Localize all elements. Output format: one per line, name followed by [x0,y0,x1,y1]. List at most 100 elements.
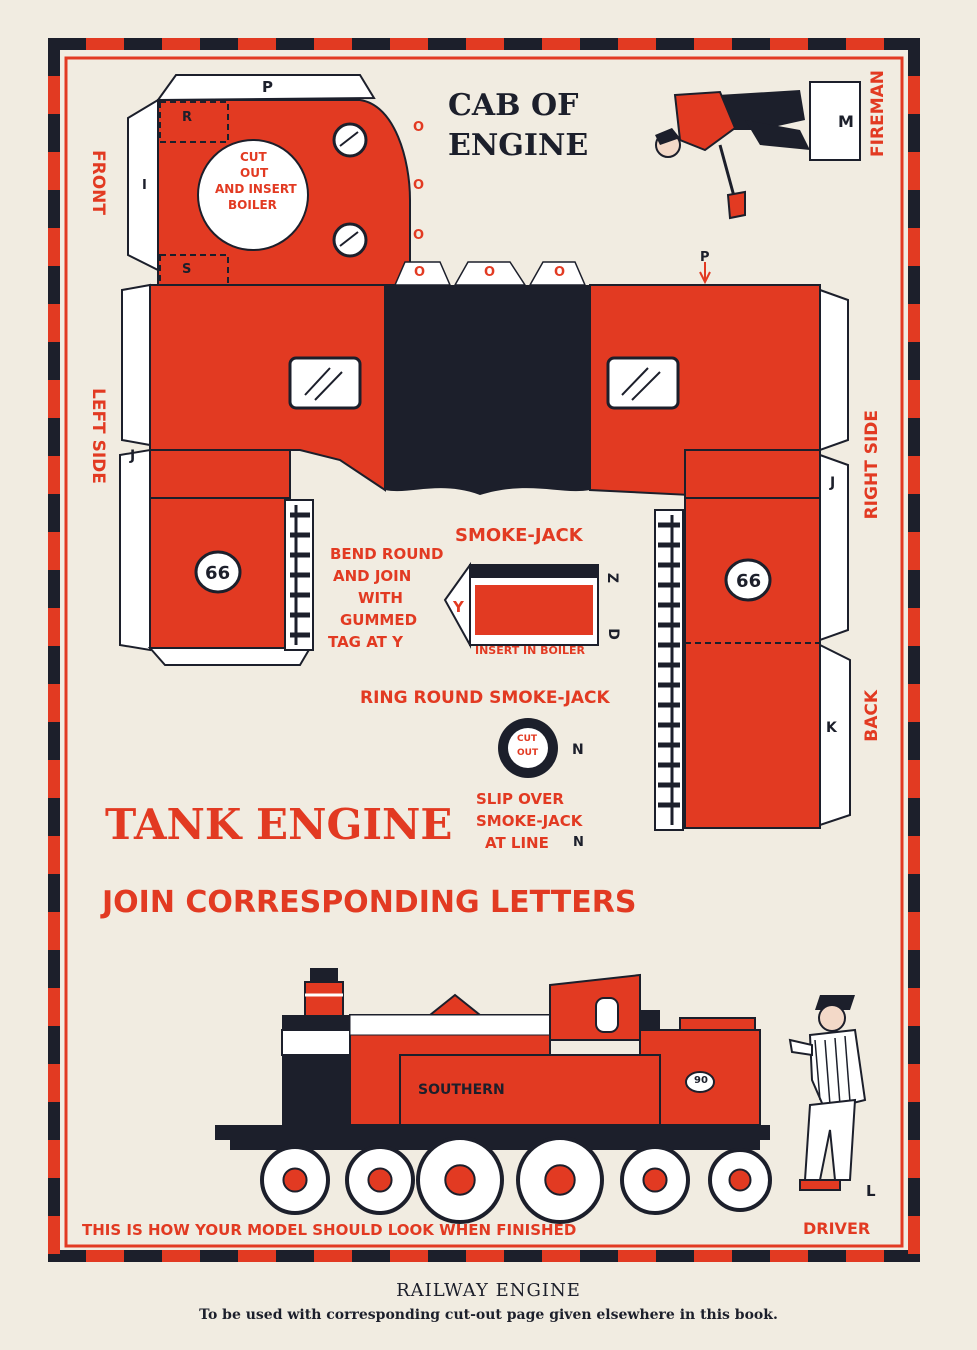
border-segment [86,1250,124,1262]
tab-o-5: O [484,265,496,280]
smoke-jack-piece [443,561,599,649]
border-segment [48,646,60,684]
cab-front-piece [127,74,411,286]
border-segment [808,1250,846,1262]
border-segment [48,1026,60,1064]
border-segment [846,38,884,50]
border-segment [86,38,124,50]
letter-d: D [604,628,621,640]
slip-text-1: SLIP OVER [476,790,564,808]
ring-title: RING ROUND SMOKE-JACK [360,688,610,708]
border-segment [908,228,920,266]
cab-window-right [606,356,680,410]
slip-text-3: AT LINE [485,834,549,852]
border-segment [908,950,920,988]
border-segment [908,912,920,950]
driver-label: DRIVER [803,1219,871,1238]
bend-text-3: WITH [358,589,403,607]
border-segment [908,1026,920,1064]
tab-o-1: O [413,120,425,135]
border-segment [542,38,580,50]
boiler-text-2: OUT [240,166,269,180]
cab-title-line1: CAB OF [448,88,579,123]
border-segment [48,152,60,190]
border-segment [770,38,808,50]
border-segment [314,38,352,50]
letter-m: M [838,112,854,131]
wheel-hub [282,1167,308,1193]
wheel-hub [642,1167,668,1193]
letter-l: L [866,1182,876,1200]
border-segment [908,988,920,1026]
insert-in-boiler: INSERT IN BOILER [475,644,585,657]
border-segment [618,38,656,50]
border-segment [908,836,920,874]
border-segment [48,1254,60,1262]
border-segment [48,418,60,456]
border-segment [48,304,60,342]
border-segment [124,1250,162,1262]
border-segment [48,988,60,1026]
letter-s: S [182,262,192,277]
left-side-piece [121,283,849,501]
border-segment [908,1140,920,1178]
wheel-hub [444,1164,476,1196]
border-segment [48,1216,60,1254]
tank-engine-title: TANK ENGINE [105,800,453,849]
southern-text: SOUTHERN [418,1082,505,1098]
letter-z: Z [604,572,621,584]
wheel-hub [728,1168,752,1192]
border-segment [48,228,60,266]
border-segment [124,38,162,50]
border-segment [466,38,504,50]
inner-frame [64,56,904,1248]
border-segment [48,494,60,532]
border-segment [48,836,60,874]
border-segment [908,1254,920,1262]
border-segment [908,418,920,456]
border-segment [48,114,60,152]
tab-o-6: O [554,265,566,280]
boiler-text-4: BOILER [228,198,277,212]
fireman-label: FIREMAN [868,70,888,157]
border-segment [48,1140,60,1178]
border-segment [908,1064,920,1102]
border-segment [200,38,238,50]
border-segment [694,38,732,50]
left-side-label: LEFT SIDE [88,388,108,484]
border-segment [162,38,200,50]
border-segment [48,684,60,722]
border-segment [908,798,920,836]
letter-k: K [826,720,837,736]
border-segment [908,456,920,494]
ring-piece [498,718,558,778]
border-segment [352,1250,390,1262]
caption-subtitle: To be used with corresponding cut-out pa… [199,1307,778,1323]
tab-o-2: O [413,178,425,193]
border-segment [908,1102,920,1140]
caption-title: RAILWAY ENGINE [396,1280,581,1301]
border-segment [48,722,60,760]
fireman-figure [655,81,861,220]
border-segment [908,874,920,912]
border-segment [908,76,920,114]
slip-text-2: SMOKE-JACK [476,812,583,830]
border-segment [908,380,920,418]
border-segment [732,38,770,50]
arrow-icon [699,262,711,285]
border-segment [732,1250,770,1262]
locomotive-illustration [215,968,772,1224]
bend-text-4: GUMMED [340,611,418,629]
porthole-window [332,122,368,158]
border-segment [908,608,920,646]
glue-tabs-o [393,261,587,286]
border-segment [48,1064,60,1102]
border-segment [908,266,920,304]
border-segment [908,1178,920,1216]
right-side-label: RIGHT SIDE [862,410,882,520]
letter-p-top: P [262,78,273,96]
border-segment [48,342,60,380]
border-segment [238,38,276,50]
border-segment [504,38,542,50]
